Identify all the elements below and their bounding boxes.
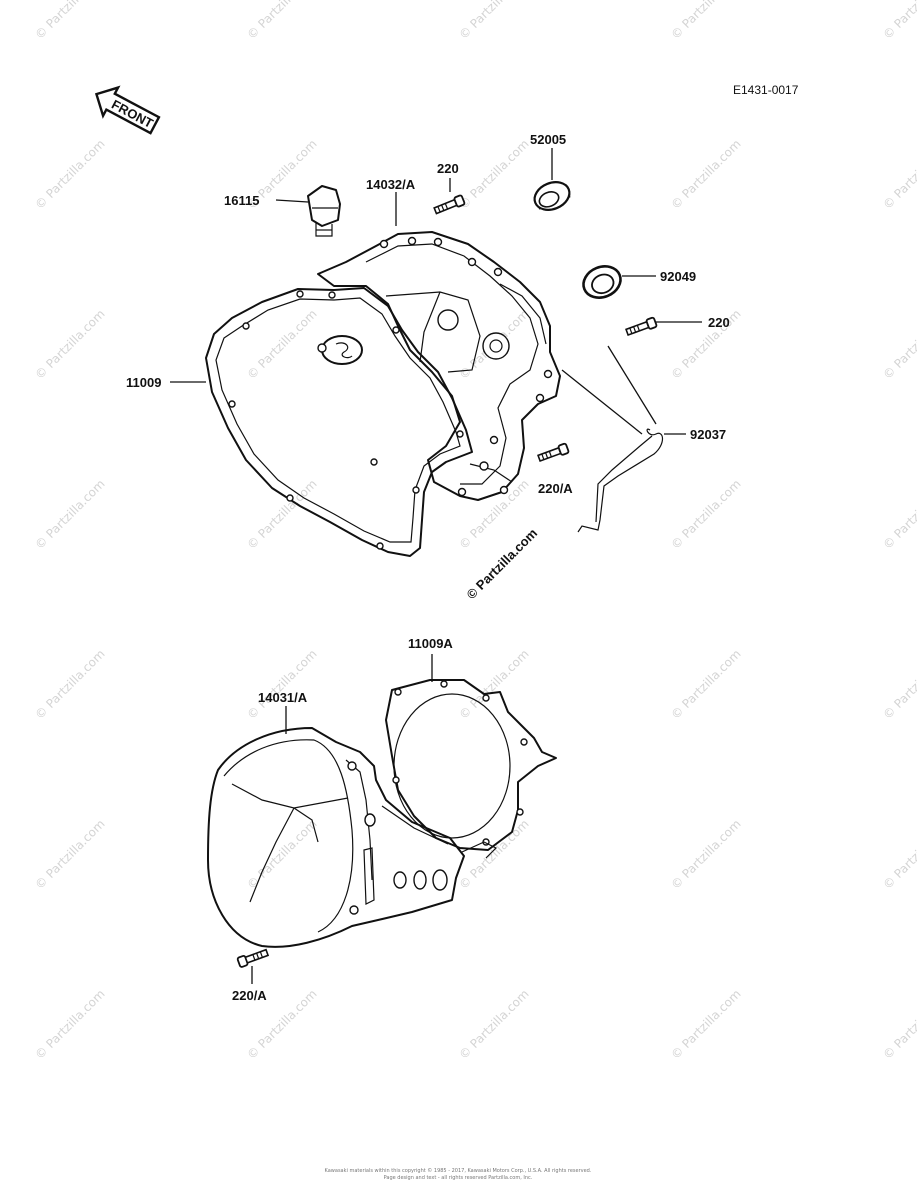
watermark-text: © Partzilla.com bbox=[668, 477, 743, 552]
watermark-text: © Partzilla.com bbox=[456, 0, 531, 42]
gasket-11009a-holes bbox=[392, 680, 528, 846]
callout-92049: 92049 bbox=[660, 269, 696, 284]
oil-seal-92049 bbox=[582, 265, 622, 299]
watermark-text: © Partzilla.com bbox=[244, 0, 319, 42]
watermark-text: © Partzilla.com bbox=[456, 817, 531, 892]
watermark-text: © Partzilla.com bbox=[668, 137, 743, 212]
watermark-text: © Partzilla.com bbox=[880, 477, 917, 552]
watermark-text: © Partzilla.com bbox=[668, 987, 743, 1062]
generator-cover-assembly bbox=[207, 679, 557, 968]
watermark-text: © Partzilla.com bbox=[244, 817, 319, 892]
clutch-cover-assembly bbox=[205, 181, 664, 557]
watermark-layer: © Partzilla.com © Partzilla.com © Partzill… bbox=[32, 0, 917, 1062]
oil-seal-52005 bbox=[533, 181, 571, 211]
callout-14032a: 14032/A bbox=[366, 177, 416, 192]
watermark-text: © Partzilla.com bbox=[244, 477, 319, 552]
gasket-bolt-holes bbox=[228, 290, 464, 550]
cover-bolt-holes bbox=[379, 236, 553, 497]
watermark-text: © Partzilla.com bbox=[668, 647, 743, 722]
front-arrow-icon: FRONT bbox=[94, 85, 161, 135]
watermark-text: © Partzilla.com bbox=[668, 817, 743, 892]
footer-design: Page design and text - all rights reserv… bbox=[384, 1175, 533, 1181]
callout-52005: 52005 bbox=[530, 132, 566, 147]
watermark-text: © Partzilla.com bbox=[880, 987, 917, 1062]
callout-14031a: 14031/A bbox=[258, 690, 308, 705]
clamp-wire-92037 bbox=[577, 428, 664, 533]
callout-92037: 92037 bbox=[690, 427, 726, 442]
watermark-text: © Partzilla.com bbox=[32, 0, 107, 42]
callout-16115: 16115 bbox=[224, 193, 259, 208]
footer-copyright: Kawasaki materials within this copyright… bbox=[325, 1167, 592, 1174]
watermark-text: © Partzilla.com bbox=[668, 0, 743, 42]
bolt-220a-bottom bbox=[236, 948, 270, 968]
watermark-text: © Partzilla.com bbox=[32, 307, 107, 382]
diagram-code: E1431-0017 bbox=[733, 83, 799, 97]
gasket-11009 bbox=[205, 287, 473, 557]
watermark-text: © Partzilla.com bbox=[456, 987, 531, 1062]
generator-cover-14031a bbox=[207, 727, 465, 948]
callout-220a-mid: 220/A bbox=[538, 481, 573, 496]
bolt-220-right bbox=[625, 316, 658, 337]
watermark-text: © Partzilla.com bbox=[32, 137, 107, 212]
watermark-text: © Partzilla.com bbox=[32, 477, 107, 552]
bolt-220-top bbox=[433, 194, 466, 215]
callout-220-right: 220 bbox=[708, 315, 730, 330]
oil-filler-cap-16115 bbox=[307, 185, 341, 237]
watermark-text: © Partzilla.com bbox=[32, 987, 107, 1062]
watermark-text: © Partzilla.com bbox=[32, 817, 107, 892]
callout-220a-bottom: 220/A bbox=[232, 988, 267, 1003]
clutch-cover-14032a bbox=[317, 231, 561, 501]
watermark-text: © Partzilla.com bbox=[880, 647, 917, 722]
leader-lines bbox=[170, 148, 702, 984]
watermark-text: © Partzilla.com bbox=[456, 647, 531, 722]
watermark-text: © Partzilla.com bbox=[880, 0, 917, 42]
callout-220-top: 220 bbox=[437, 161, 459, 176]
gasket-11009a bbox=[385, 679, 557, 851]
watermark-text: © Partzilla.com bbox=[32, 647, 107, 722]
watermark-text: © Partzilla.com bbox=[456, 137, 531, 212]
cover-vent-holes bbox=[347, 761, 448, 915]
oil-window bbox=[317, 335, 363, 365]
watermark-text: © Partzilla.com bbox=[244, 647, 319, 722]
watermark-text: © Partzilla.com bbox=[880, 137, 917, 212]
callout-11009: 11009 bbox=[126, 375, 161, 390]
callout-11009a: 11009A bbox=[408, 636, 453, 651]
watermark-text: © Partzilla.com bbox=[880, 817, 917, 892]
watermark-text: © Partzilla.com bbox=[668, 307, 743, 382]
watermark-text: © Partzilla.com bbox=[880, 307, 917, 382]
bolt-220a-mid bbox=[537, 442, 570, 463]
